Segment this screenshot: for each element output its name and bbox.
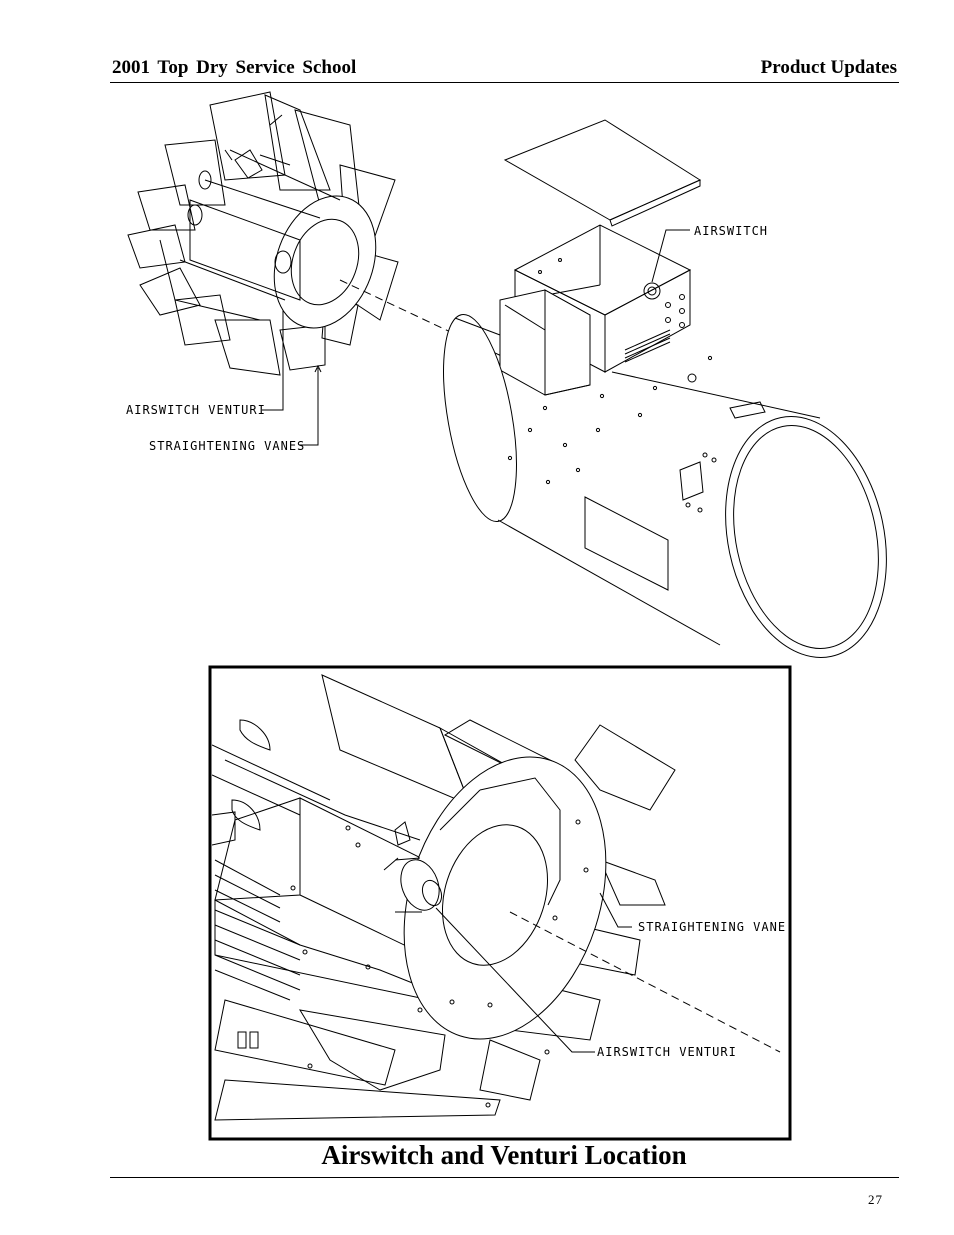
fan-vane-assembly-drawing <box>127 91 399 376</box>
control-box-drawing <box>499 119 702 396</box>
axis-centerline-detail <box>509 911 781 1053</box>
detail-view-drawing <box>212 674 676 1121</box>
footer-rule <box>110 1177 899 1178</box>
running-header-title: 2001 Top Dry Service School <box>112 57 357 78</box>
page-number: 27 <box>868 1192 883 1207</box>
leader-airswitch-venturi-detail <box>435 907 595 1053</box>
label-airswitch: AIRSWITCH <box>694 224 768 238</box>
figure-caption: Airswitch and Venturi Location <box>321 1140 687 1170</box>
running-header-section: Product Updates <box>760 57 897 78</box>
label-airswitch-venturi-top: AIRSWITCH VENTURI <box>126 403 266 417</box>
label-straightening-vanes: STRAIGHTENING VANES <box>149 439 305 453</box>
label-airswitch-venturi-detail: AIRSWITCH VENTURI <box>597 1045 737 1059</box>
label-straightening-vane: STRAIGHTENING VANE <box>638 920 786 934</box>
leader-straightening-vane <box>599 892 632 928</box>
leader-straightening-vanes <box>300 368 319 446</box>
duct-housing-drawing <box>443 313 887 658</box>
header-rule <box>110 82 899 83</box>
leader-airswitch-venturi-top <box>262 310 284 411</box>
leader-airswitch <box>651 229 690 283</box>
